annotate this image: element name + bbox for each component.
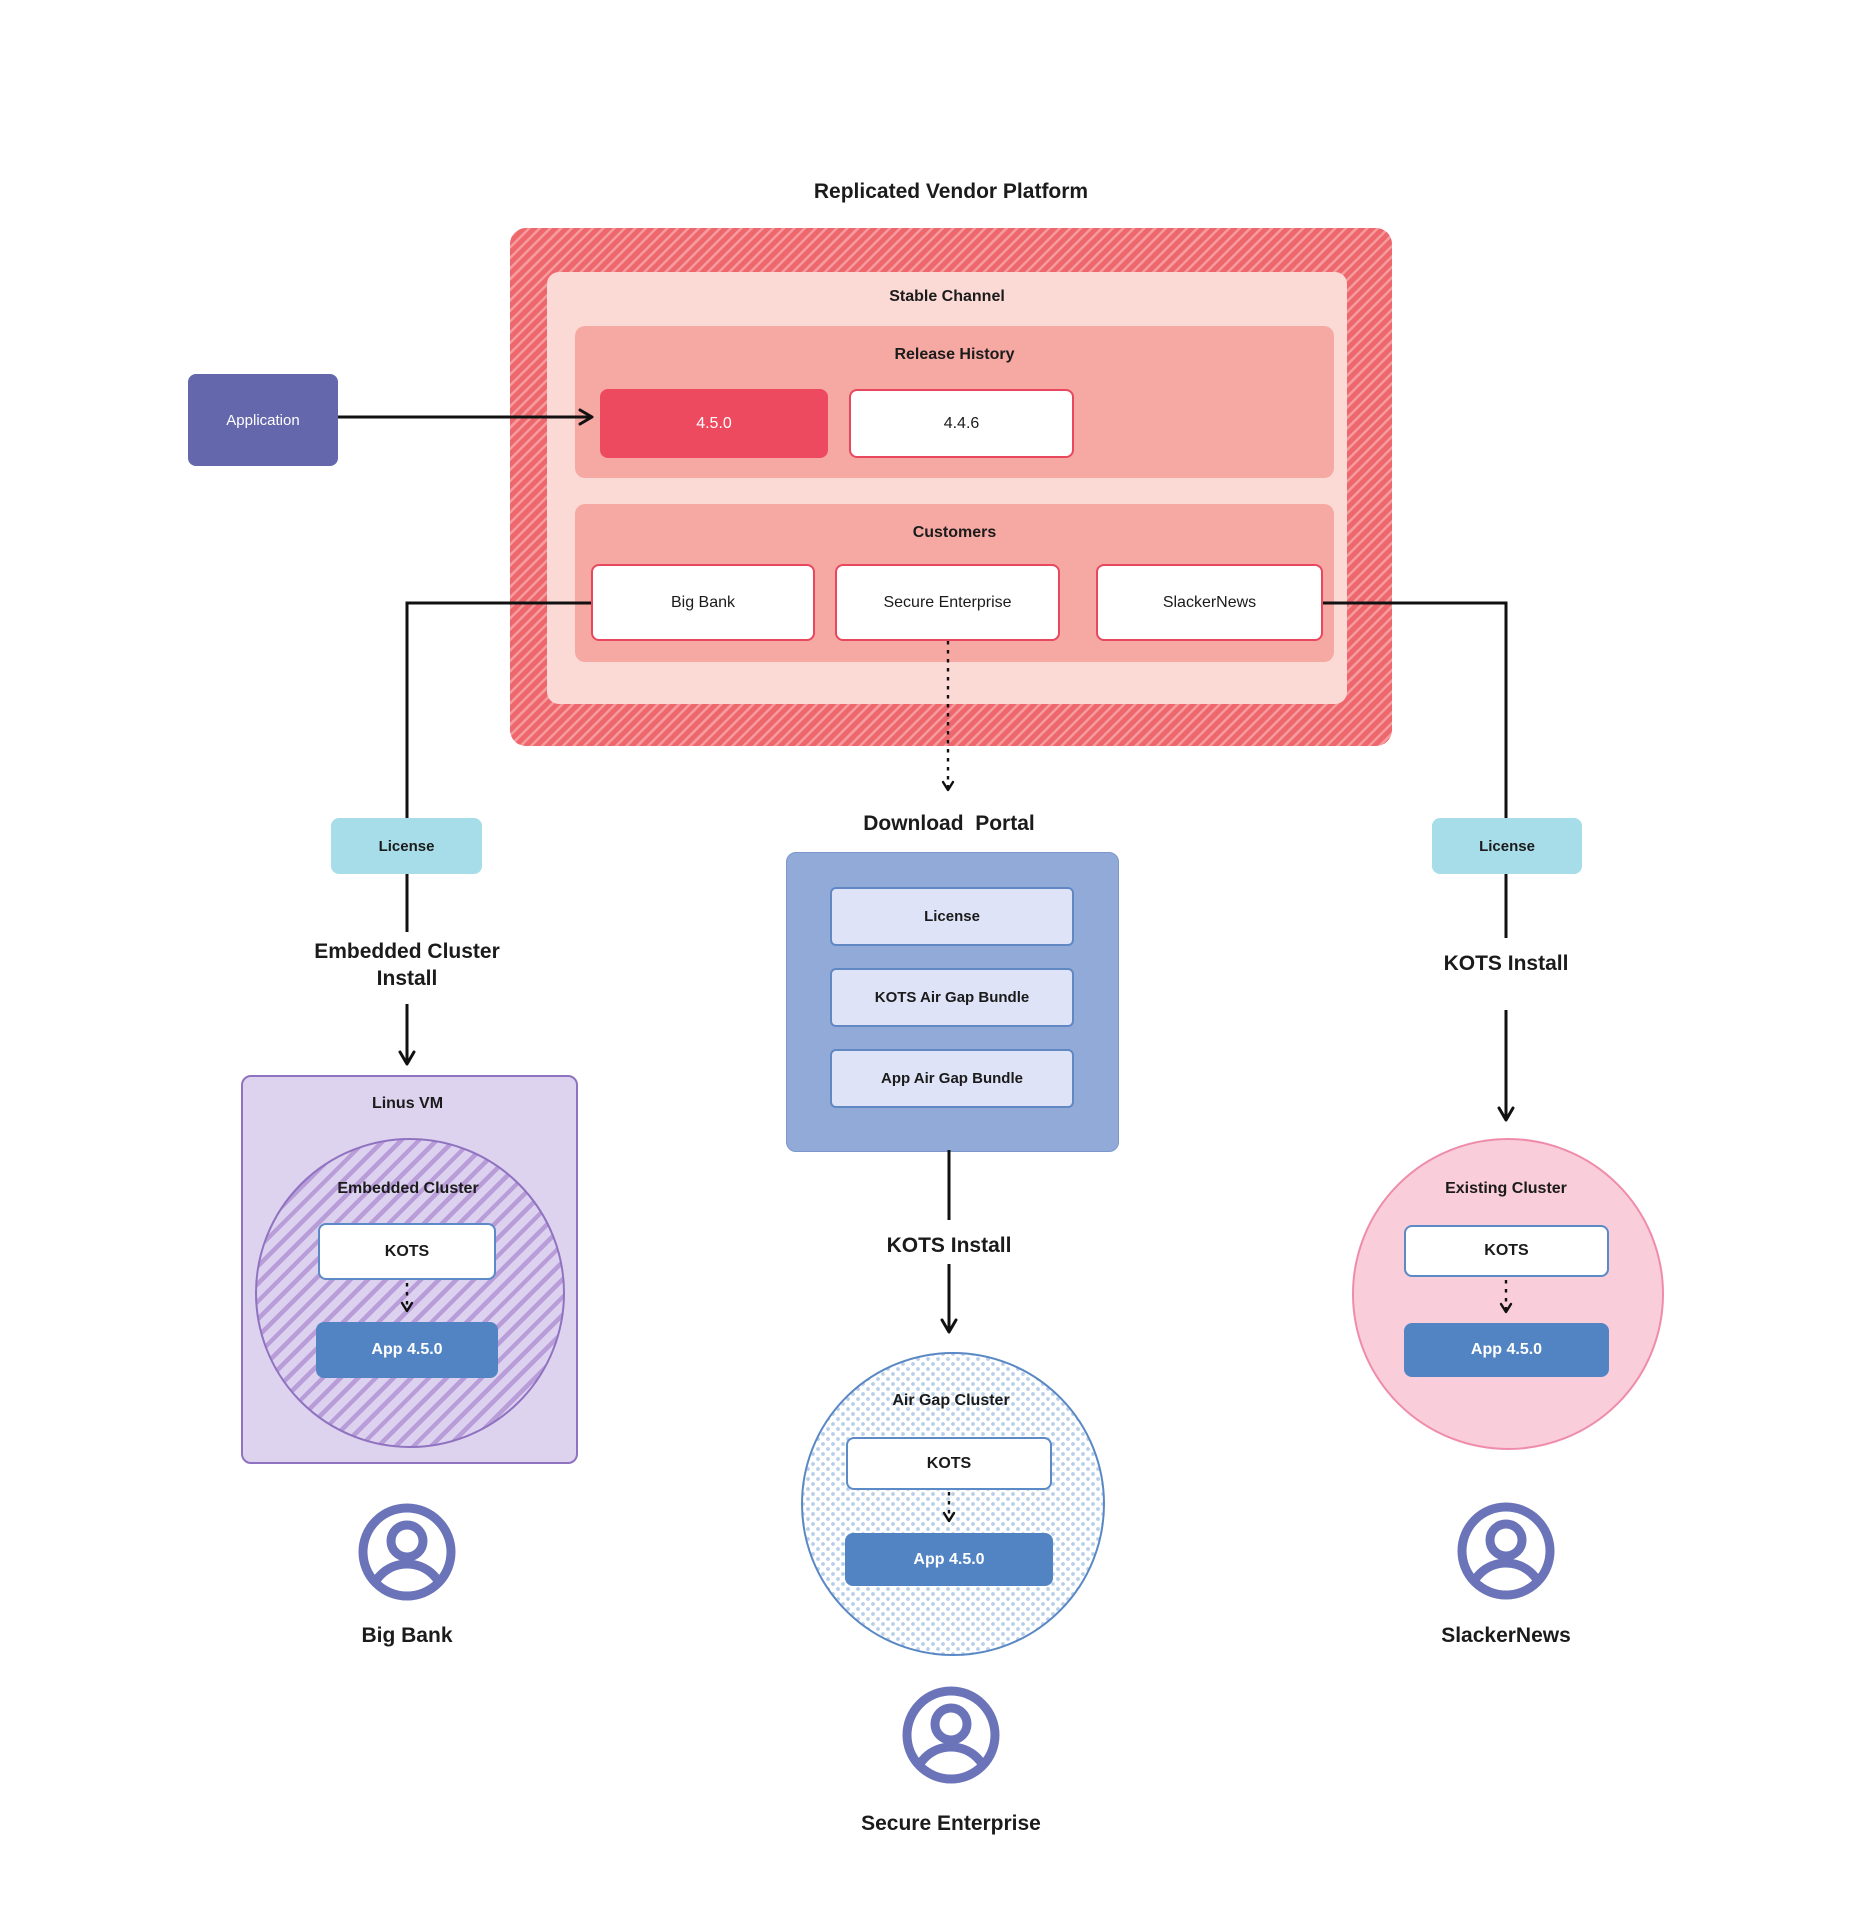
air-gap-cluster-label: Air Gap Cluster bbox=[892, 1392, 1010, 1409]
middle-kots-box: KOTS bbox=[846, 1437, 1052, 1490]
portal-item-license: License bbox=[830, 887, 1074, 946]
right-customer-name: SlackerNews bbox=[1441, 1624, 1571, 1647]
user-circle-icon bbox=[899, 1683, 1003, 1787]
left-app-box: App 4.5.0 bbox=[316, 1322, 498, 1378]
download-portal-title: Download Portal bbox=[863, 812, 1035, 835]
middle-customer-name: Secure Enterprise bbox=[861, 1812, 1041, 1835]
user-circle-icon bbox=[355, 1500, 459, 1604]
existing-cluster-circle bbox=[1352, 1138, 1664, 1450]
customers-label: Customers bbox=[912, 524, 997, 541]
right-app-box: App 4.5.0 bbox=[1404, 1323, 1609, 1377]
existing-cluster-label: Existing Cluster bbox=[1445, 1180, 1567, 1197]
left-kots-box: KOTS bbox=[318, 1223, 496, 1280]
left-customer-name: Big Bank bbox=[361, 1624, 453, 1647]
release-version-previous: 4.4.6 bbox=[849, 389, 1074, 458]
user-circle-icon bbox=[1454, 1499, 1558, 1603]
application-box: Application bbox=[188, 374, 338, 466]
diagram-title: Replicated Vendor Platform bbox=[813, 180, 1089, 203]
linus-vm-label: Linus VM bbox=[371, 1095, 444, 1112]
right-kots-box: KOTS bbox=[1404, 1225, 1609, 1277]
customer-secure-enterprise: Secure Enterprise bbox=[835, 564, 1060, 641]
customer-slackernews: SlackerNews bbox=[1096, 564, 1323, 641]
right-install-label: KOTS Install bbox=[1443, 952, 1569, 975]
release-version-current: 4.5.0 bbox=[600, 389, 828, 458]
middle-install-label: KOTS Install bbox=[886, 1234, 1012, 1257]
left-license-box: License bbox=[331, 818, 482, 874]
right-license-box: License bbox=[1432, 818, 1582, 874]
customer-big-bank: Big Bank bbox=[591, 564, 815, 641]
release-history-label: Release History bbox=[894, 346, 1015, 363]
embedded-cluster-label: Embedded Cluster bbox=[337, 1180, 479, 1197]
air-gap-cluster-circle bbox=[801, 1352, 1105, 1656]
middle-app-box: App 4.5.0 bbox=[845, 1533, 1053, 1586]
stable-channel-label: Stable Channel bbox=[889, 288, 1005, 305]
portal-item-app-bundle: App Air Gap Bundle bbox=[830, 1049, 1074, 1108]
left-install-label: Embedded Cluster Install bbox=[314, 940, 500, 990]
embedded-cluster-circle bbox=[255, 1138, 565, 1448]
portal-item-kots-bundle: KOTS Air Gap Bundle bbox=[830, 968, 1074, 1027]
